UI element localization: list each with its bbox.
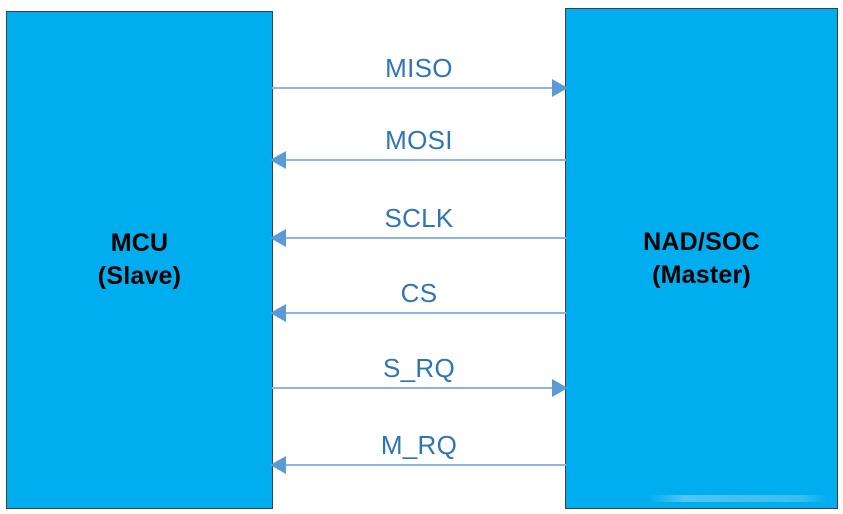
signal-sclk-line — [284, 237, 566, 239]
arrowhead-left-icon — [270, 456, 286, 474]
signal-cs-line — [284, 312, 566, 314]
signal-mosi-line — [284, 159, 566, 161]
signal-miso-line — [272, 87, 554, 89]
block-mcu-title: MCU — [110, 229, 169, 257]
block-nad-soc-role: (Master) — [652, 260, 751, 289]
arrowhead-left-icon — [270, 304, 286, 322]
block-mcu-role: (Slave) — [97, 262, 182, 290]
arrowhead-right-icon — [552, 79, 568, 97]
signal-mosi-label: MOSI — [385, 125, 453, 155]
signal-m-rq-line — [284, 464, 566, 466]
arrowhead-left-icon — [270, 229, 286, 247]
signal-m-rq-label: M_RQ — [380, 430, 458, 460]
signal-miso-label: MISO — [385, 53, 453, 83]
signal-sclk-label: SCLK — [384, 203, 454, 233]
block-nad-soc-title: NAD/SOC — [643, 227, 760, 256]
arrowhead-left-icon — [270, 151, 286, 169]
arrowhead-right-icon — [552, 379, 568, 397]
signal-cs-label: CS — [400, 278, 438, 308]
block-mcu[interactable]: MCU (Slave) — [6, 11, 273, 509]
block-nad-soc[interactable]: NAD/SOC (Master) — [565, 8, 838, 509]
signal-s-rq-label: S_RQ — [382, 353, 455, 383]
signal-s-rq-line — [272, 387, 554, 389]
